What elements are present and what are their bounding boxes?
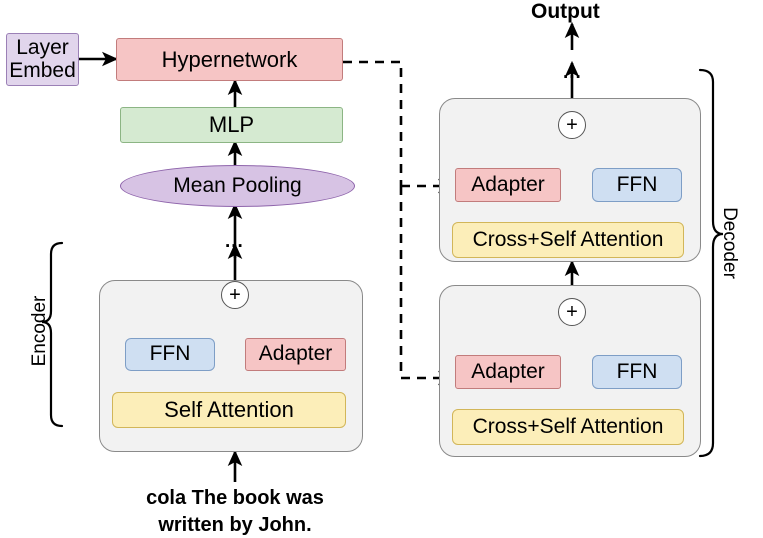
- encoder-residual-add-node: +: [221, 281, 249, 309]
- encoder-self-attention-label: Self Attention: [164, 397, 294, 423]
- decoder-bracket-label: Decoder: [719, 207, 740, 279]
- decoder-top-adapter-label: Adapter: [471, 172, 545, 196]
- encoder-bracket-label: Encoder: [29, 295, 50, 367]
- decoder-bottom-attention-node[interactable]: Cross+Self Attention: [452, 409, 684, 445]
- layer-embed-label-line1: Layer: [16, 35, 69, 59]
- input-sentence: cola The book was written by John.: [110, 485, 360, 538]
- mlp-label: MLP: [208, 112, 255, 138]
- hypernetwork-dashed-trunk: [343, 60, 403, 378]
- output-label: Output: [531, 0, 600, 23]
- encoder-ffn-node[interactable]: FFN: [125, 338, 215, 371]
- decoder-bottom-adapter-node[interactable]: Adapter: [455, 355, 561, 389]
- hypernetwork-node[interactable]: Hypernetwork: [116, 38, 343, 81]
- encoder-add-symbol: +: [229, 284, 241, 306]
- encoder-adapter-label: Adapter: [258, 342, 333, 366]
- encoder-adapter-node[interactable]: Adapter: [245, 338, 346, 371]
- encoder-stack-ellipsis: ...: [225, 231, 244, 252]
- decoder-top-attention-node[interactable]: Cross+Self Attention: [452, 222, 684, 258]
- decoder-bottom-attention-label: Cross+Self Attention: [472, 414, 664, 438]
- layer-embed-label-line2: Embed: [9, 58, 76, 82]
- decoder-top-ffn-node[interactable]: FFN: [592, 168, 682, 202]
- input-sentence-line1: cola The book was: [146, 487, 324, 509]
- decoder-bottom-ffn-label: FFN: [616, 359, 658, 383]
- input-sentence-line2: written by John.: [158, 514, 312, 536]
- decoder-top-ffn-label: FFN: [616, 172, 658, 196]
- decoder-top-attention-label: Cross+Self Attention: [472, 227, 664, 251]
- decoder-stack-ellipsis: ...: [563, 62, 582, 83]
- decoder-bottom-residual-add-node: +: [558, 298, 586, 326]
- mean-pooling-node[interactable]: Mean Pooling: [120, 165, 355, 207]
- hypernetwork-dashed-branches: [401, 178, 455, 386]
- layer-embed-node[interactable]: Layer Embed: [6, 33, 79, 86]
- encoder-self-attention-node[interactable]: Self Attention: [112, 392, 346, 428]
- decoder-top-add-symbol: +: [566, 114, 578, 136]
- hypernetwork-label: Hypernetwork: [161, 46, 298, 72]
- mean-pooling-label: Mean Pooling: [173, 173, 302, 197]
- decoder-bottom-adapter-label: Adapter: [471, 359, 545, 383]
- decoder-top-adapter-node[interactable]: Adapter: [455, 168, 561, 202]
- encoder-ffn-label: FFN: [149, 342, 191, 366]
- decoder-bottom-add-symbol: +: [566, 301, 578, 323]
- encoder-bracket: [41, 241, 64, 428]
- decoder-bottom-ffn-node[interactable]: FFN: [592, 355, 682, 389]
- decoder-top-residual-add-node: +: [558, 111, 586, 139]
- mlp-node[interactable]: MLP: [120, 107, 343, 143]
- decoder-bracket: [698, 68, 724, 458]
